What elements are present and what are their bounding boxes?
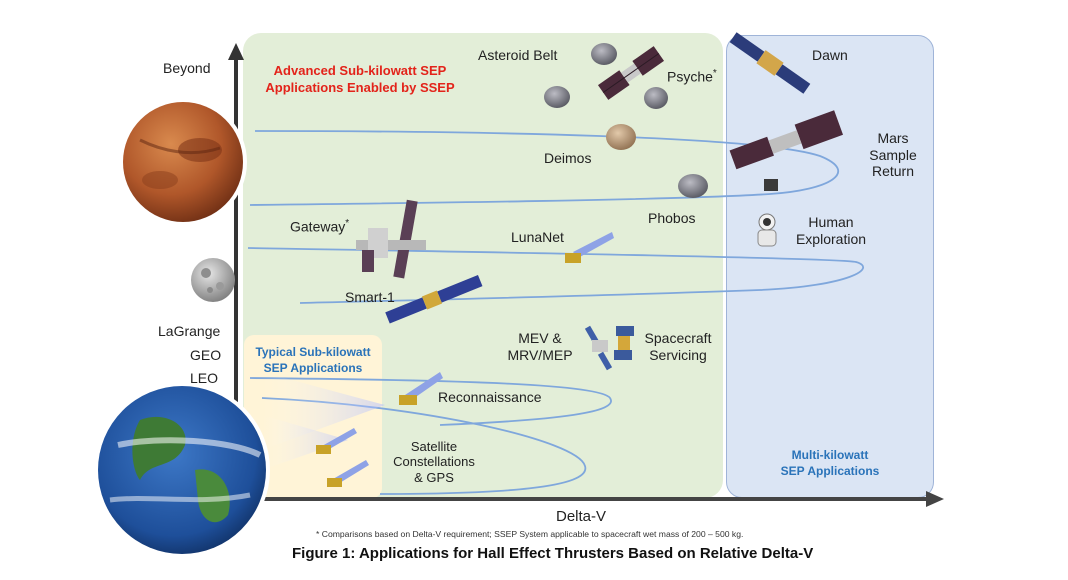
astronaut-figure — [757, 213, 777, 247]
multi-kilowatt-title-line1: Multi-kilowatt — [791, 448, 869, 462]
label-psyche: Psyche* — [667, 68, 717, 85]
reconnaissance-spacecraft — [399, 372, 443, 405]
y-level-leo: LEO — [190, 370, 219, 386]
advanced-sep-title: Advanced Sub-kilowatt SEP Applications E… — [260, 63, 460, 97]
smart1-spacecraft — [385, 274, 483, 324]
label-constellations-line3: & GPS — [414, 469, 454, 485]
label-human-exploration: Human Exploration — [786, 214, 876, 247]
label-human-exploration-line1: Human — [808, 214, 854, 230]
label-psyche-text: Psyche — [667, 68, 713, 85]
mars-sample-return-spacecraft — [729, 110, 844, 191]
label-reconnaissance: Reconnaissance — [438, 389, 542, 405]
label-servicing: Spacecraft Servicing — [636, 330, 720, 363]
multi-kilowatt-title-line2: SEP Applications — [780, 464, 880, 479]
label-constellations-line2: Constellations — [393, 454, 475, 470]
psyche-spacecraft — [597, 46, 665, 100]
label-phobos: Phobos — [648, 210, 696, 226]
constellation-spacecraft — [316, 428, 369, 487]
y-level-geo: GEO — [190, 347, 222, 363]
typical-sep-title-line2: SEP Applications — [263, 361, 363, 376]
label-mars-sample-return-line1: Mars — [877, 130, 909, 146]
label-asteroid-belt: Asteroid Belt — [478, 47, 558, 63]
mars-planet — [119, 98, 247, 226]
label-dawn: Dawn — [812, 47, 848, 63]
trajectory-lines — [247, 130, 864, 495]
x-axis-label: Delta-V — [556, 508, 607, 525]
label-mars-sample-return: Mars Sample Return — [858, 130, 928, 180]
figure-caption: Figure 1: Applications for Hall Effect T… — [292, 545, 814, 562]
label-deimos: Deimos — [544, 150, 592, 166]
label-gateway-mark: * — [345, 218, 350, 229]
asteroid-rock — [544, 43, 708, 198]
label-psyche-mark: * — [712, 68, 717, 79]
label-mev-line2: MRV/MEP — [507, 346, 573, 363]
label-mev: MEV & MRV/MEP — [500, 330, 580, 363]
earth-planet — [94, 372, 385, 558]
typical-sep-title-line1: Typical Sub-kilowatt — [255, 345, 371, 359]
dawn-spacecraft — [729, 32, 811, 94]
advanced-sep-title-line2: Applications Enabled by SSEP — [265, 79, 455, 95]
label-mars-sample-return-line2: Sample — [869, 146, 917, 163]
moon — [191, 258, 235, 302]
lunanet-spacecraft — [565, 232, 614, 263]
label-servicing-line1: Spacecraft — [644, 330, 712, 346]
x-axis — [236, 491, 944, 507]
label-constellations-line1: Satellite — [410, 439, 458, 454]
label-mev-line1: MEV & — [518, 330, 562, 346]
mev-spacecraft — [584, 325, 613, 371]
footnote: * Comparisons based on Delta-V requireme… — [316, 529, 744, 539]
label-gateway: Gateway* — [290, 218, 349, 235]
label-servicing-line2: Servicing — [649, 346, 707, 363]
deimos-moon — [606, 124, 636, 150]
y-level-lagrange: LaGrange — [158, 323, 221, 339]
label-lunanet: LunaNet — [511, 229, 564, 245]
typical-sep-title: Typical Sub-kilowatt SEP Applications — [244, 344, 382, 376]
servicing-spacecraft — [614, 326, 634, 360]
advanced-sep-title-line1: Advanced Sub-kilowatt SEP — [273, 63, 447, 78]
gateway-station — [356, 199, 426, 279]
label-human-exploration-line2: Exploration — [795, 230, 867, 247]
label-constellations: Satellite Constellations & GPS — [384, 439, 484, 485]
y-level-beyond: Beyond — [163, 60, 211, 76]
label-mars-sample-return-line3: Return — [871, 163, 915, 180]
label-smart1: Smart-1 — [345, 289, 395, 305]
label-gateway-text: Gateway — [290, 218, 346, 235]
multi-kilowatt-title: Multi-kilowatt SEP Applications — [726, 447, 934, 479]
